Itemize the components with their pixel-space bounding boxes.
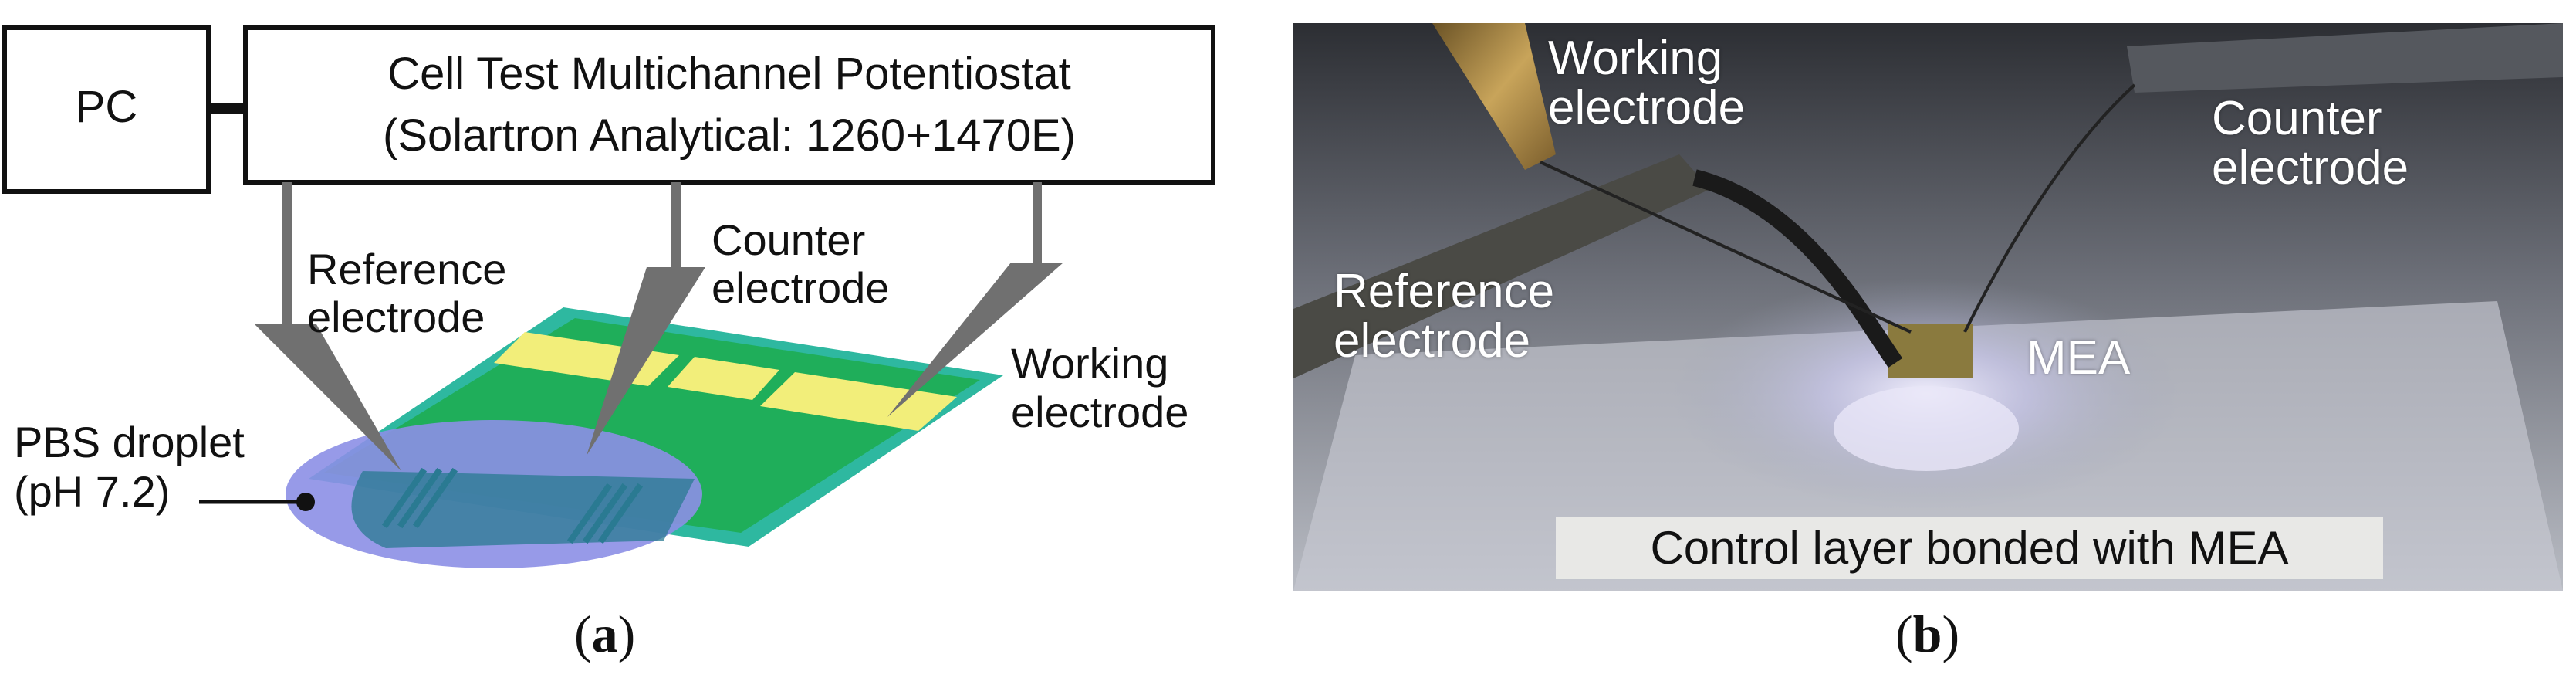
droplet-label-line1: PBS droplet: [14, 418, 245, 466]
caption-a-close: ): [617, 605, 636, 663]
counter-needle: [1963, 83, 2136, 333]
droplet-overlap: [351, 471, 695, 548]
reference-cable: [1692, 169, 1903, 368]
working-electrode-label: Working electrode: [1548, 32, 1746, 134]
counter-probe-photo: [2127, 23, 2563, 93]
mea-label: MEA: [2027, 331, 2131, 385]
working-label-line2: electrode: [1011, 388, 1188, 436]
counter-label-line1: Counter: [712, 215, 865, 264]
pad-middle: [668, 357, 779, 400]
potentiostat-line1: Cell Test Multichannel Potentiostat: [387, 49, 1071, 99]
caption-b-open: (: [1895, 605, 1913, 663]
counter-label-line2: electrode: [712, 263, 889, 312]
schematic-diagram: PC Cell Test Multichannel Potentiostat (…: [2, 25, 1215, 568]
mea-chip: [1888, 324, 1973, 378]
caption-b: (b): [1895, 604, 1959, 665]
reference-probe: [255, 182, 401, 471]
reference-probe-photo: [1293, 154, 1710, 378]
mea-spot: [1834, 386, 2019, 471]
caption-b-close: ): [1942, 605, 1960, 663]
reference-label-line1: Reference: [307, 245, 506, 293]
droplet-leader-dot: [296, 493, 315, 511]
caption-a-letter: a: [591, 605, 618, 663]
photo-panel: Working electrode Counter electrode Refe…: [1293, 23, 2563, 591]
caption-a-open: (: [574, 605, 592, 663]
counter-electrode-label: Counter electrode: [2212, 92, 2409, 195]
pc-box: [2, 25, 211, 194]
photo-banner: Control layer bonded with MEA: [1556, 517, 2383, 579]
working-probe-photo: [1432, 23, 1556, 170]
schematic-panel: PC Cell Test Multichannel Potentiostat (…: [0, 0, 1250, 688]
photo-illustration: [1293, 23, 2563, 591]
caption-a: (a): [574, 604, 635, 665]
potentiostat-box: [243, 25, 1215, 185]
working-label-line1: Working: [1011, 339, 1168, 388]
pc-label: PC: [76, 82, 138, 132]
electrode-fingers: [381, 467, 644, 544]
pad-right: [760, 372, 957, 431]
droplet-label-line2: (pH 7.2): [14, 467, 170, 516]
working-probe: [887, 182, 1063, 417]
working-needle: [1540, 161, 1912, 334]
caption-b-letter: b: [1912, 605, 1942, 663]
potentiostat-line2: (Solartron Analytical: 1260+1470E): [383, 110, 1076, 161]
counter-probe: [587, 182, 705, 456]
reference-electrode-label: Reference electrode: [1334, 265, 1555, 368]
reference-label-line2: electrode: [307, 293, 485, 341]
